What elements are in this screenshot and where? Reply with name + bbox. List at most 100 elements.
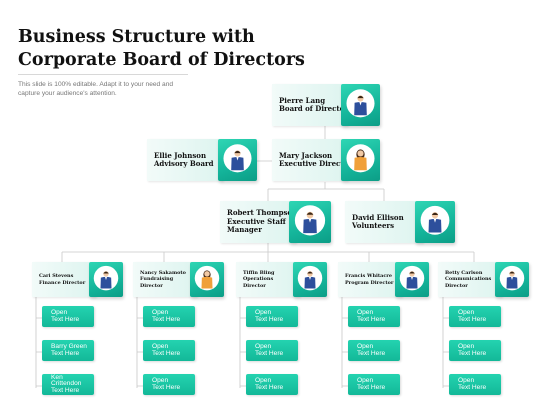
sub-item-text: Text Here — [458, 316, 487, 324]
sub-item-text: Text Here — [152, 316, 181, 324]
person-role-line-1: Executive Staff — [227, 216, 286, 226]
sub-item-text: Open — [458, 377, 475, 384]
person-role: Advisory Board — [154, 159, 214, 168]
connector-line — [35, 297, 42, 388]
person-name: Mary Jackson — [279, 150, 333, 160]
page-title: Business Structure with Corporate Board … — [18, 26, 318, 72]
person-role: Executive Director — [279, 159, 352, 168]
sub-item-text: Open — [152, 343, 169, 350]
person-name: Francis Whitacre — [345, 273, 392, 280]
person-name: Tiffin Bling — [243, 270, 275, 277]
avatar-man-icon — [395, 262, 429, 297]
title-divider — [18, 74, 188, 75]
subtitle-line-2: capture your audience's attention. — [18, 90, 117, 97]
sub-item-text: Text Here — [357, 350, 386, 358]
card-executive-director[interactable]: Mary Jackson Executive Director — [272, 139, 380, 181]
avatar-man-icon — [218, 139, 257, 181]
person-role: Program Director — [345, 279, 394, 286]
sub-item-text: Text Here — [357, 316, 386, 324]
person-role: Finance Director — [39, 279, 86, 286]
card-executive-staff-manager[interactable]: Robert Thompson Executive Staff Manager — [220, 201, 331, 243]
person-name: Cari Stevens — [39, 273, 74, 280]
card-fundraising-director[interactable]: Nancy Sakamoto Fundraising Director — [133, 262, 224, 297]
sub-item-text: Text Here — [51, 316, 80, 324]
avatar-man-icon — [495, 262, 529, 297]
sub-item-text: Text Here — [255, 350, 284, 358]
sub-item-text: Open — [51, 309, 68, 316]
sub-item-text: Open — [357, 343, 374, 350]
sub-item-text: Open — [357, 309, 374, 316]
avatar-man-icon — [293, 262, 327, 297]
sub-item-text: Text Here — [255, 384, 284, 392]
person-role-line-2: Manager — [227, 225, 262, 235]
sub-item-text: Open — [458, 309, 475, 316]
avatar-man-icon — [289, 201, 331, 243]
card-finance-director[interactable]: Cari Stevens Finance Director — [32, 262, 123, 297]
avatar-woman-icon — [341, 139, 380, 181]
sub-item-text: Text Here — [255, 316, 284, 324]
sub-item-text: Text Here — [357, 384, 386, 392]
person-role-line-2: Director — [140, 282, 163, 289]
person-role-line-1: Communications — [445, 276, 492, 283]
sub-item-text: Open — [255, 377, 272, 384]
person-name: Nancy Sakamoto — [140, 270, 186, 277]
person-role-line-2: Director — [243, 282, 266, 289]
connector-line — [442, 297, 449, 388]
sub-item-text: Open — [152, 309, 169, 316]
person-name: David Ellison — [352, 212, 404, 222]
card-board-of-directors[interactable]: Pierre Lang Board of Directors — [272, 84, 380, 126]
card-advisory-board[interactable]: Ellie Johnson Advisory Board — [147, 139, 257, 181]
person-role-line-1: Operations — [243, 276, 274, 283]
connector-line — [341, 297, 348, 388]
person-name: Robert Thompson — [227, 208, 298, 218]
person-name: Pierre Lang — [279, 95, 326, 105]
person-role-line-2: Director — [445, 282, 468, 289]
card-operations-director[interactable]: Tiffin Bling Operations Director — [236, 262, 327, 297]
avatar-man-icon — [415, 201, 455, 243]
sub-item-text: Text Here — [51, 386, 80, 394]
sub-item-text: Text Here — [458, 384, 487, 392]
title-line-1: Business Structure with — [18, 27, 255, 47]
avatar-man-icon — [341, 84, 380, 126]
sub-item-text: Ken — [51, 374, 63, 381]
sub-item-text: Open — [458, 343, 475, 350]
card-volunteers[interactable]: David Ellison Volunteers — [345, 201, 455, 243]
sub-item-text: Crittendon — [51, 380, 82, 388]
sub-item-text: Text Here — [152, 350, 181, 358]
sub-item-text: Text Here — [152, 384, 181, 392]
person-role: Volunteers — [352, 221, 395, 230]
sub-item-text: Text Here — [51, 350, 80, 358]
connector-line — [136, 297, 143, 388]
sub-item-text: Open — [357, 377, 374, 384]
subtitle-line-1: This slide is 100% editable. Adapt it to… — [18, 81, 174, 88]
avatar-man-icon — [89, 262, 123, 297]
card-communications-director[interactable]: Betty Carlson Communications Director — [438, 262, 529, 297]
person-name: Betty Carlson — [445, 270, 483, 277]
sub-item-text: Text Here — [458, 350, 487, 358]
card-program-director[interactable]: Francis Whitacre Program Director — [338, 262, 429, 297]
person-role-line-1: Fundraising — [140, 276, 174, 283]
sub-item-text: Open — [255, 309, 272, 316]
person-role: Board of Directors — [279, 104, 352, 113]
sub-item-text: Barry Green — [51, 343, 87, 350]
avatar-woman-icon — [190, 262, 224, 297]
connector-line — [239, 297, 246, 388]
sub-item-text: Open — [152, 377, 169, 384]
sub-item-text: Open — [255, 343, 272, 350]
